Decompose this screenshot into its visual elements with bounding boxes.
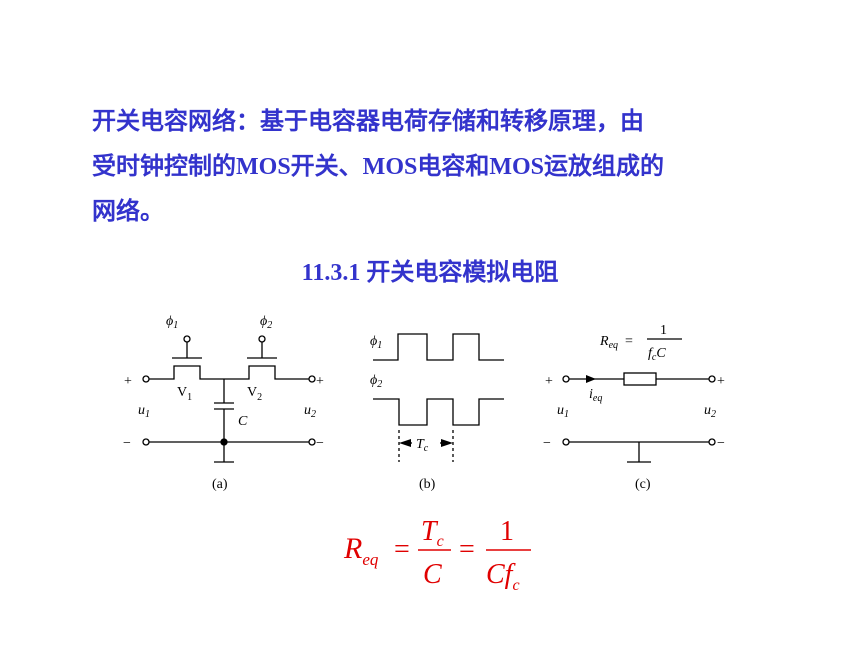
- formula-cfc: Cfc: [486, 559, 520, 594]
- formula-equals-1: =: [394, 534, 410, 565]
- label-a-phi1: ϕ1: [166, 314, 178, 331]
- label-c-denominator: fcC: [648, 346, 666, 363]
- label-v2: V2: [247, 385, 262, 403]
- formula-one: 1: [500, 516, 514, 547]
- terminal-in-plus: [142, 375, 150, 383]
- label-c-minus-out: −: [717, 436, 725, 451]
- formula-tc: Tc: [421, 516, 444, 550]
- mos-switch-v2: [243, 365, 281, 380]
- intro-line-3: 网络。: [92, 199, 164, 225]
- caption-b: (b): [419, 477, 436, 492]
- formula-c: C: [423, 559, 442, 590]
- intro-line-1: 开关电容网络：基于电容器电荷存储和转移原理，由: [92, 109, 644, 135]
- intro-line-2: 受时钟控制的MOS开关、MOS电容和MOS运放组成的: [92, 154, 665, 180]
- label-a-u2: u2: [304, 403, 316, 420]
- label-period-tc: Tc: [416, 437, 429, 454]
- label-a-minus-in: −: [123, 436, 131, 451]
- label-capacitor: C: [238, 414, 248, 429]
- label-a-minus-out: −: [316, 436, 324, 451]
- label-a-u1: u1: [138, 403, 150, 420]
- waveform-phi2: [373, 398, 504, 426]
- label-a-phi2: ϕ2: [260, 314, 272, 331]
- section-heading: 11.3.1 开关电容模拟电阻: [301, 260, 559, 286]
- label-c-u1: u1: [557, 403, 569, 420]
- intro-paragraph: 开关电容网络：基于电容器电荷存储和转移原理，由 受时钟控制的MOS开关、MOS电…: [92, 100, 812, 235]
- formula-lhs: Req: [343, 532, 379, 569]
- label-ieq: ieq: [589, 387, 602, 404]
- label-c-equals: =: [625, 334, 633, 349]
- label-a-plus-in: +: [124, 374, 132, 389]
- label-c-u2: u2: [704, 403, 716, 420]
- terminal-in-minus: [142, 438, 150, 446]
- label-c-plus-in: +: [545, 374, 553, 389]
- label-b-phi2: ϕ2: [370, 373, 382, 390]
- label-c-minus-in: −: [543, 436, 551, 451]
- label-a-plus-out: +: [316, 374, 324, 389]
- label-v1: V1: [177, 385, 192, 403]
- label-c-numerator: 1: [660, 323, 667, 338]
- waveform-phi1: [373, 333, 504, 361]
- label-b-phi1: ϕ1: [370, 334, 382, 351]
- mos-switch-v1: [168, 365, 206, 380]
- label-req: Req: [599, 334, 618, 351]
- terminal-out-minus: [308, 438, 316, 446]
- label-c-plus-out: +: [717, 374, 725, 389]
- formula-equals-2: =: [459, 534, 475, 565]
- current-arrow: [586, 375, 596, 383]
- equivalent-resistor: [623, 372, 657, 386]
- caption-c: (c): [635, 477, 651, 492]
- caption-a: (a): [212, 477, 228, 492]
- terminal-out-plus: [308, 375, 316, 383]
